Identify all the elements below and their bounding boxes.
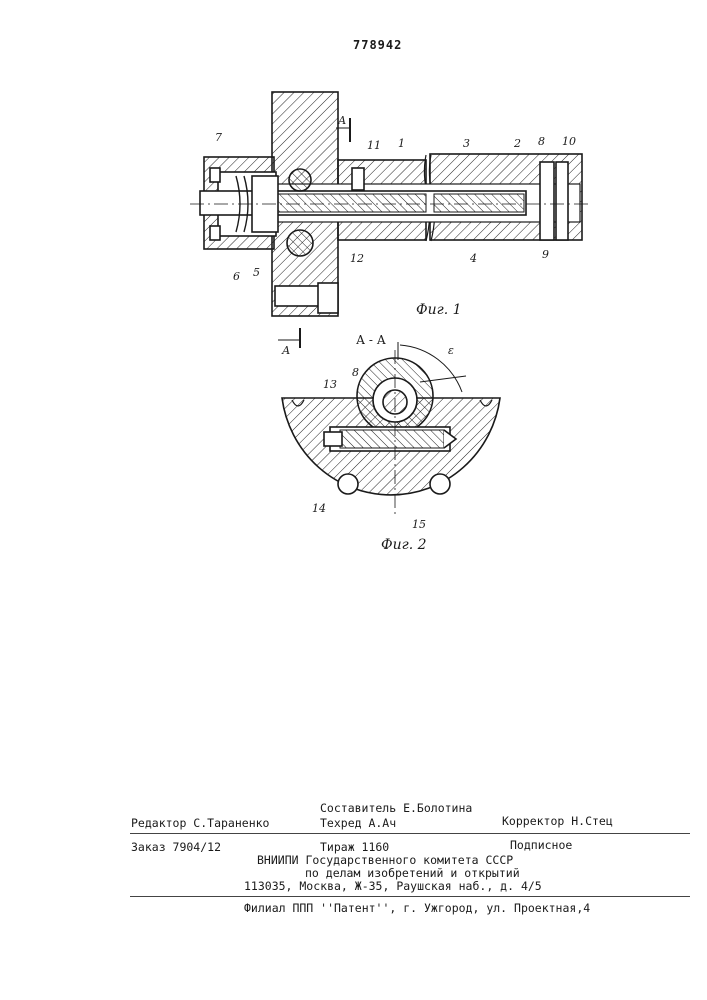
imprint-rule-2 <box>130 896 690 897</box>
org-line-1: ВНИИПИ Государственного комитета СССР <box>257 853 513 867</box>
org-line-2: по делам изобретений и открытий <box>305 866 520 880</box>
label-11: 11 <box>367 139 381 152</box>
section-mark-top: А <box>337 114 346 127</box>
figure-2 <box>282 342 500 515</box>
label-2: 2 <box>513 137 521 150</box>
tech-editor: Техред А.Ач <box>320 816 396 830</box>
label-6: 6 <box>233 270 240 283</box>
fig2-section-title: А - А <box>356 333 386 347</box>
fig2-label-13: 13 <box>323 378 337 391</box>
label-10: 10 <box>562 135 576 148</box>
compiler: Составитель Е.Болотина <box>320 801 472 815</box>
ball-lower <box>287 230 313 256</box>
label-3: 3 <box>463 137 470 150</box>
order: Заказ 7904/12 <box>131 840 221 854</box>
label-4: 4 <box>469 252 477 265</box>
shaft-hatched <box>276 194 426 212</box>
label-5: 5 <box>253 266 260 279</box>
subscription: Подписное <box>510 838 572 852</box>
imprint-rule-1 <box>130 833 690 834</box>
fig2-angle-label: ε <box>448 344 454 357</box>
label-8: 8 <box>538 135 545 148</box>
editor: Редактор С.Тараненко <box>131 816 269 830</box>
technical-drawing: 7 6 5 11 1 3 2 8 10 9 4 12 А А Фиг. 1 8 … <box>0 0 707 560</box>
label-1: 1 <box>398 137 405 150</box>
label-9: 9 <box>542 248 549 261</box>
fig2-screw <box>340 430 444 448</box>
label-7: 7 <box>215 131 222 144</box>
label-12: 12 <box>350 252 364 265</box>
fig2-label-15: 15 <box>412 518 426 531</box>
circulation: Тираж 1160 <box>320 840 389 854</box>
branch: Филиал ППП ''Патент'', г. Ужгород, ул. П… <box>244 901 590 915</box>
corrector: Корректор Н.Стец <box>502 814 613 828</box>
fig2-caption: Фиг. 2 <box>381 537 427 553</box>
figure-1 <box>190 92 590 348</box>
ball-upper <box>289 169 311 191</box>
fig2-label-8: 8 <box>352 366 359 379</box>
fig2-label-14: 14 <box>312 502 326 515</box>
address: 113035, Москва, Ж-35, Раушская наб., д. … <box>244 879 542 893</box>
fig1-caption: Фиг. 1 <box>416 302 462 318</box>
section-mark-bottom: А <box>281 344 290 357</box>
pin-8 <box>540 162 554 240</box>
